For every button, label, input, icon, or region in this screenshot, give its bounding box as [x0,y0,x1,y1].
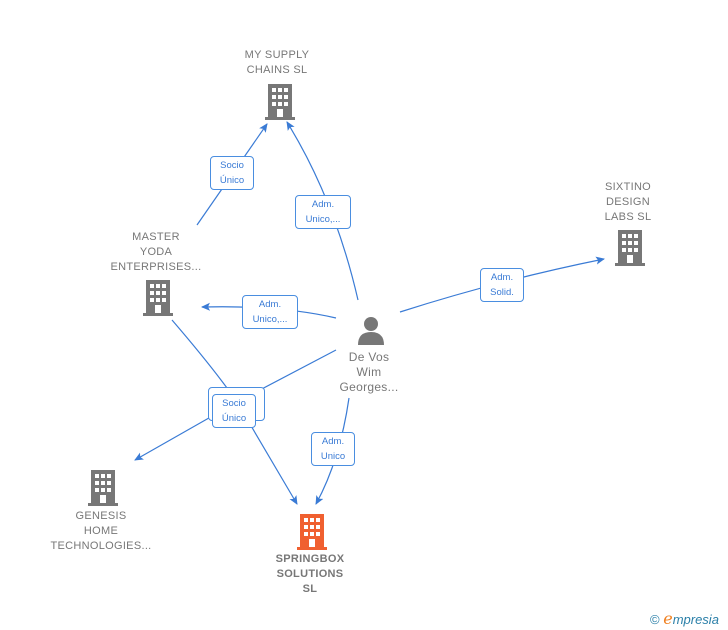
edge-label-devos-yoda[interactable]: Adm. Unico,... [242,295,298,329]
label-line: Socio [222,398,246,409]
empresia-logo[interactable]: © empresia [650,609,719,628]
label-line: SPRINGBOX [275,553,345,565]
label-line: HOME [83,525,119,537]
label-line: Adm. [311,199,335,210]
building-icon[interactable] [88,470,118,506]
label-line: SOLUTIONS [276,568,344,580]
node-label-master-yoda[interactable]: MASTER YODA ENTERPRISES... [91,230,221,275]
label-line: LABS SL [604,211,652,223]
label-line: Adm. [490,272,514,283]
label-line: Unico,... [305,214,341,225]
node-label-springbox[interactable]: SPRINGBOX SOLUTIONS SL [245,552,375,597]
building-icon[interactable] [143,280,173,316]
label-line: Unico,... [252,314,288,325]
brand-name: mpresia [672,612,719,627]
label-line: SL [302,583,318,595]
building-icon[interactable] [615,230,645,266]
label-line: Adm. [258,299,282,310]
label-line: Wim [356,365,382,379]
building-highlight-icon[interactable] [297,514,327,550]
label-line: Georges... [339,380,399,394]
label-line: MASTER [132,231,180,243]
brand-initial: e [663,609,673,628]
label-line: YODA [139,246,173,258]
label-line: Unico [320,451,346,462]
label-line: Único [219,175,245,186]
label-line: Solid. [490,287,514,298]
building-icon[interactable] [265,84,295,120]
node-label-genesis[interactable]: GENESIS HOME TECHNOLOGIES... [36,509,166,554]
edge-label-devos-springbox[interactable]: Adm. Unico [311,432,355,466]
label-line: Único [221,413,247,424]
label-line: TECHNOLOGIES... [50,540,152,552]
label-line: Socio [220,160,244,171]
label-line: MY SUPPLY [244,49,310,61]
edge-label-devos-supply[interactable]: Adm. Unico,... [295,195,351,229]
copyright-icon: © [650,612,660,627]
label-line: SIXTINO [604,181,652,193]
label-line: Adm. [321,436,345,447]
label-line: ENTERPRISES... [110,261,202,273]
label-line: CHAINS SL [246,64,308,76]
label-line: GENESIS [75,510,127,522]
person-icon[interactable] [356,315,386,345]
label-line: DESIGN [606,196,650,208]
edge-label-devos-sixtino[interactable]: Adm. Solid. [480,268,524,302]
node-label-my-supply[interactable]: MY SUPPLY CHAINS SL [212,48,342,78]
label-line: De Vos [348,350,390,364]
node-label-sixtino[interactable]: SIXTINO DESIGN LABS SL [563,180,693,225]
